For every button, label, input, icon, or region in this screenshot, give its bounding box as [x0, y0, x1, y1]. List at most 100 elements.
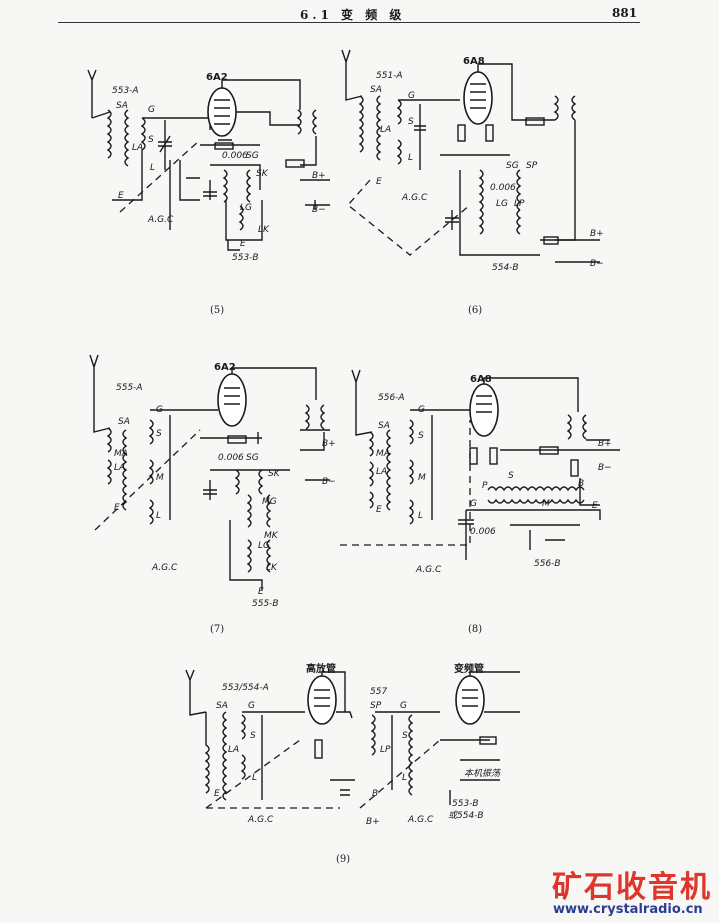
- fig9-ref-2: 或554-B: [448, 810, 484, 821]
- svg-text:B+: B+: [598, 439, 612, 449]
- fig5-caption: (5): [210, 305, 224, 316]
- figure-6: 6A8 551-A SA G LA S L E SG SP LG LP 0.00…: [341, 49, 604, 316]
- svg-text:B−: B−: [312, 205, 326, 215]
- svg-text:SG: SG: [246, 453, 259, 463]
- fig6-coil-a: 551-A: [376, 71, 403, 81]
- svg-text:B: B: [372, 789, 378, 799]
- svg-text:G: G: [470, 499, 477, 509]
- fig6-caption: (6): [468, 305, 482, 316]
- header-rule: [58, 22, 640, 23]
- svg-text:G: G: [148, 105, 155, 115]
- svg-text:LK: LK: [266, 563, 278, 573]
- svg-text:S: S: [148, 135, 154, 145]
- svg-text:L: L: [252, 773, 257, 783]
- svg-text:L: L: [402, 773, 407, 783]
- fig7-coil-a: 555-A: [116, 383, 143, 393]
- fig7-tube-label: 6A2: [214, 362, 236, 373]
- svg-text:LA: LA: [228, 745, 239, 755]
- svg-text:LG: LG: [240, 203, 252, 213]
- fig7-cap-value: 0.006: [218, 453, 244, 463]
- svg-text:SA: SA: [216, 701, 228, 711]
- fig6-tube-label: 6A8: [463, 56, 485, 67]
- fig5-coil-b: 553-B: [232, 253, 259, 263]
- svg-text:L: L: [156, 511, 161, 521]
- svg-text:B+: B+: [366, 817, 380, 827]
- svg-text:G: G: [418, 405, 425, 415]
- svg-text:SK: SK: [268, 469, 281, 479]
- fig9-caption: (9): [336, 854, 350, 865]
- fig9-gang-a: A.G.C: [247, 815, 274, 825]
- figure-8: 6A8 556-A SA G MA S LA M L E P S M G B E…: [340, 369, 620, 635]
- svg-text:G: G: [408, 91, 415, 101]
- fig8-caption: (8): [468, 624, 482, 635]
- fig5-coil-a: 553-A: [112, 86, 139, 96]
- svg-text:SA: SA: [378, 421, 390, 431]
- svg-text:LP: LP: [514, 199, 525, 209]
- fig9-ref-1: 553-B: [452, 799, 479, 809]
- svg-text:S: S: [402, 731, 408, 741]
- svg-text:SA: SA: [118, 417, 130, 427]
- svg-text:B−: B−: [322, 477, 336, 487]
- svg-text:LA: LA: [380, 125, 391, 135]
- svg-text:M: M: [542, 499, 550, 509]
- fig7-gang: A.G.C: [151, 563, 178, 573]
- svg-text:L: L: [418, 511, 423, 521]
- svg-text:E: E: [118, 191, 124, 201]
- svg-text:B+: B+: [322, 439, 336, 449]
- svg-text:MG: MG: [262, 497, 277, 507]
- page-number: 881: [612, 6, 638, 20]
- watermark-logo-text: 矿石收音机: [552, 870, 712, 905]
- svg-text:E: E: [376, 505, 382, 515]
- svg-text:SP: SP: [370, 701, 382, 711]
- svg-text:LA: LA: [376, 467, 387, 477]
- fig5-cap-value: 0.006: [222, 151, 248, 161]
- fig8-gang: A.G.C: [415, 565, 442, 575]
- fig7-coil-b: 555-B: [252, 599, 279, 609]
- svg-text:M: M: [418, 473, 426, 483]
- fig8-tube-label: 6A8: [470, 374, 492, 385]
- section-title: 6.1 变 频 级: [300, 8, 406, 22]
- fig9-coil-a: 553/554-A: [222, 683, 269, 693]
- svg-text:B: B: [578, 479, 584, 489]
- svg-text:E: E: [592, 501, 598, 511]
- svg-text:MA: MA: [376, 449, 390, 459]
- svg-text:MK: MK: [264, 531, 279, 541]
- fig8-coil-b: 556-B: [534, 559, 561, 569]
- fig9-mix-tube: 变频管: [454, 662, 484, 675]
- svg-text:M: M: [156, 473, 164, 483]
- fig8-cap-value: 0.006: [470, 527, 496, 537]
- fig9-rf-tube: 高放管: [306, 662, 336, 675]
- svg-text:L: L: [408, 153, 413, 163]
- svg-text:LP: LP: [380, 745, 391, 755]
- svg-text:SK: SK: [256, 169, 269, 179]
- fig5-gang: A.G.C: [147, 215, 174, 225]
- svg-text:B−: B−: [598, 463, 612, 473]
- fig6-coil-b: 554-B: [492, 263, 519, 273]
- svg-text:LK: LK: [258, 225, 270, 235]
- fig9-osc-note: 本机振荡: [464, 768, 502, 779]
- figure-7: 6A2 555-A SA G MA S LA M L E 0.006 SG SK…: [89, 354, 336, 635]
- svg-text:LG: LG: [496, 199, 508, 209]
- figure-9: 高放管 变频管 553/554-A SA G LA S L E 557 SP G…: [185, 662, 520, 865]
- fig9-gang-b: A.G.C: [407, 815, 434, 825]
- svg-text:B−: B−: [590, 259, 604, 269]
- svg-text:E: E: [240, 239, 246, 249]
- svg-text:E: E: [214, 789, 220, 799]
- svg-text:LA: LA: [132, 143, 143, 153]
- svg-text:LA: LA: [114, 463, 125, 473]
- fig6-gang: A.G.C: [401, 193, 428, 203]
- watermark-url: www.crystalradio.cn: [553, 902, 703, 917]
- svg-text:E: E: [258, 587, 264, 597]
- svg-text:L: L: [150, 163, 155, 173]
- svg-text:SG: SG: [246, 151, 259, 161]
- svg-text:SG: SG: [506, 161, 519, 171]
- svg-text:G: G: [400, 701, 407, 711]
- fig7-caption: (7): [210, 624, 224, 635]
- svg-text:G: G: [248, 701, 255, 711]
- svg-text:S: S: [418, 431, 424, 441]
- svg-text:B+: B+: [590, 229, 604, 239]
- svg-text:G: G: [156, 405, 163, 415]
- svg-text:S: S: [408, 117, 414, 127]
- fig8-coil-a: 556-A: [378, 393, 405, 403]
- svg-text:S: S: [250, 731, 256, 741]
